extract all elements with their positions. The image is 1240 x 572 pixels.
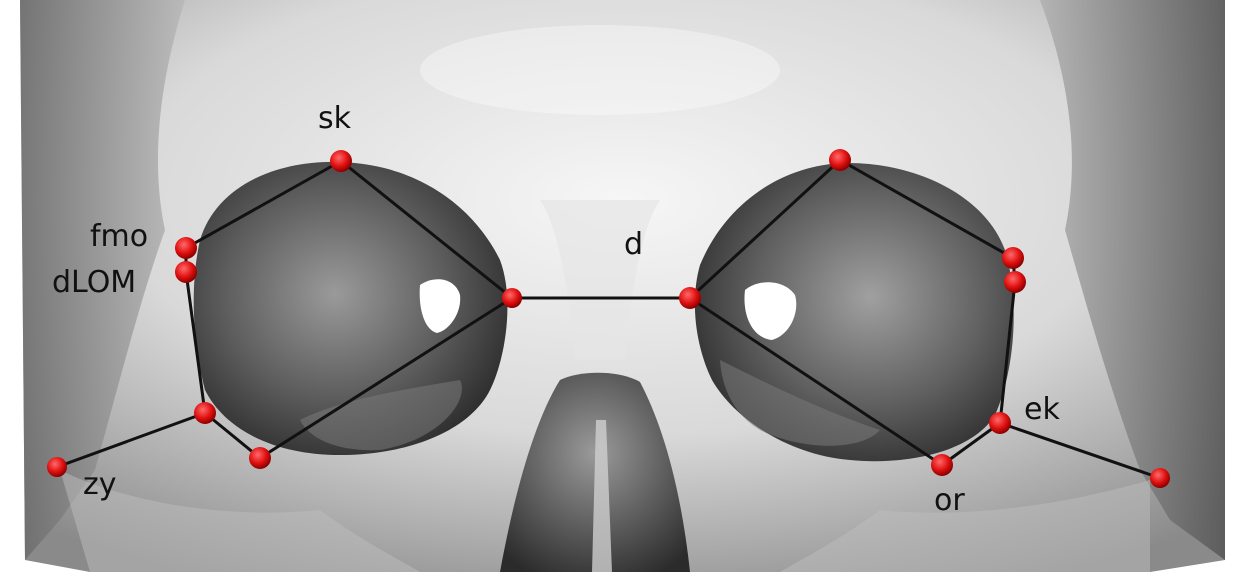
label-zy: zy <box>83 467 117 502</box>
landmark-or-left <box>249 447 271 469</box>
label-dlom: dLOM <box>52 265 136 300</box>
landmark-d-right <box>679 287 701 309</box>
label-fmo: fmo <box>90 219 148 254</box>
label-ek: ek <box>1024 392 1060 427</box>
landmark-sk-right <box>829 149 851 171</box>
landmark-dlom-right <box>1004 271 1026 293</box>
landmark-ek-left <box>194 402 216 424</box>
label-d: d <box>624 227 643 262</box>
landmark-zy-right <box>1150 468 1170 488</box>
landmark-d-left <box>502 288 522 308</box>
landmark-fmo-right <box>1002 247 1024 269</box>
landmark-fmo-left <box>175 237 197 259</box>
landmark-sk-left <box>330 150 352 172</box>
landmark-dlom-left <box>175 261 197 283</box>
label-or: or <box>934 483 965 518</box>
forehead-highlight <box>420 25 780 115</box>
landmark-zy-left <box>47 457 67 477</box>
landmark-ek-right <box>989 412 1011 434</box>
landmark-or-right <box>931 454 953 476</box>
label-sk: sk <box>318 101 352 136</box>
